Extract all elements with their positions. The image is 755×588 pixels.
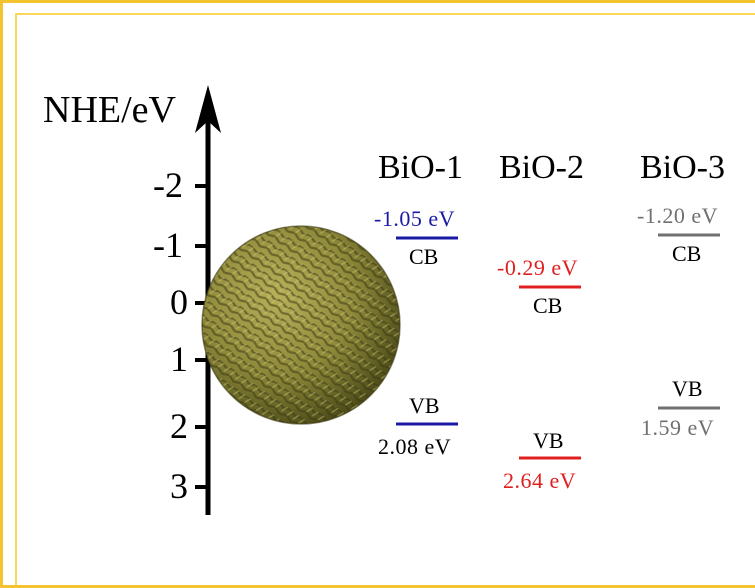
diagram-graphics [195,85,720,515]
bio3-vb-label: VB [672,376,703,401]
tick-label: -1 [153,225,183,265]
bio1-vb-label: VB [409,393,440,418]
bio1-title: BiO-1 [378,149,463,186]
bio2-vb-value: 2.64 eV [503,468,577,493]
tick-label: 3 [170,466,188,506]
bio2-cb-value: -0.29 eV [497,255,578,280]
bio3-vb-value: 1.59 eV [641,415,715,440]
tick-label: -2 [153,165,183,205]
tick-label: 0 [170,282,188,322]
bio3-title: BiO-3 [640,149,725,186]
tick-label: 2 [170,406,188,446]
nanosphere-image [201,225,401,425]
bio2-title: BiO-2 [499,149,584,186]
bio1-cb-label: CB [409,244,439,269]
axis-title: NHE/eV [43,89,176,131]
bio1-vb-value: 2.08 eV [378,434,452,459]
bio2-cb-label: CB [533,293,563,318]
bio3-cb-value: -1.20 eV [637,203,718,228]
bio1-cb-value: -1.05 eV [374,206,455,231]
inner-frame [15,13,755,585]
bio3-cb-label: CB [672,241,702,266]
bio2-vb-label: VB [533,428,564,453]
energy-axis-arrowhead [195,85,221,133]
tick-label: 1 [170,339,188,379]
